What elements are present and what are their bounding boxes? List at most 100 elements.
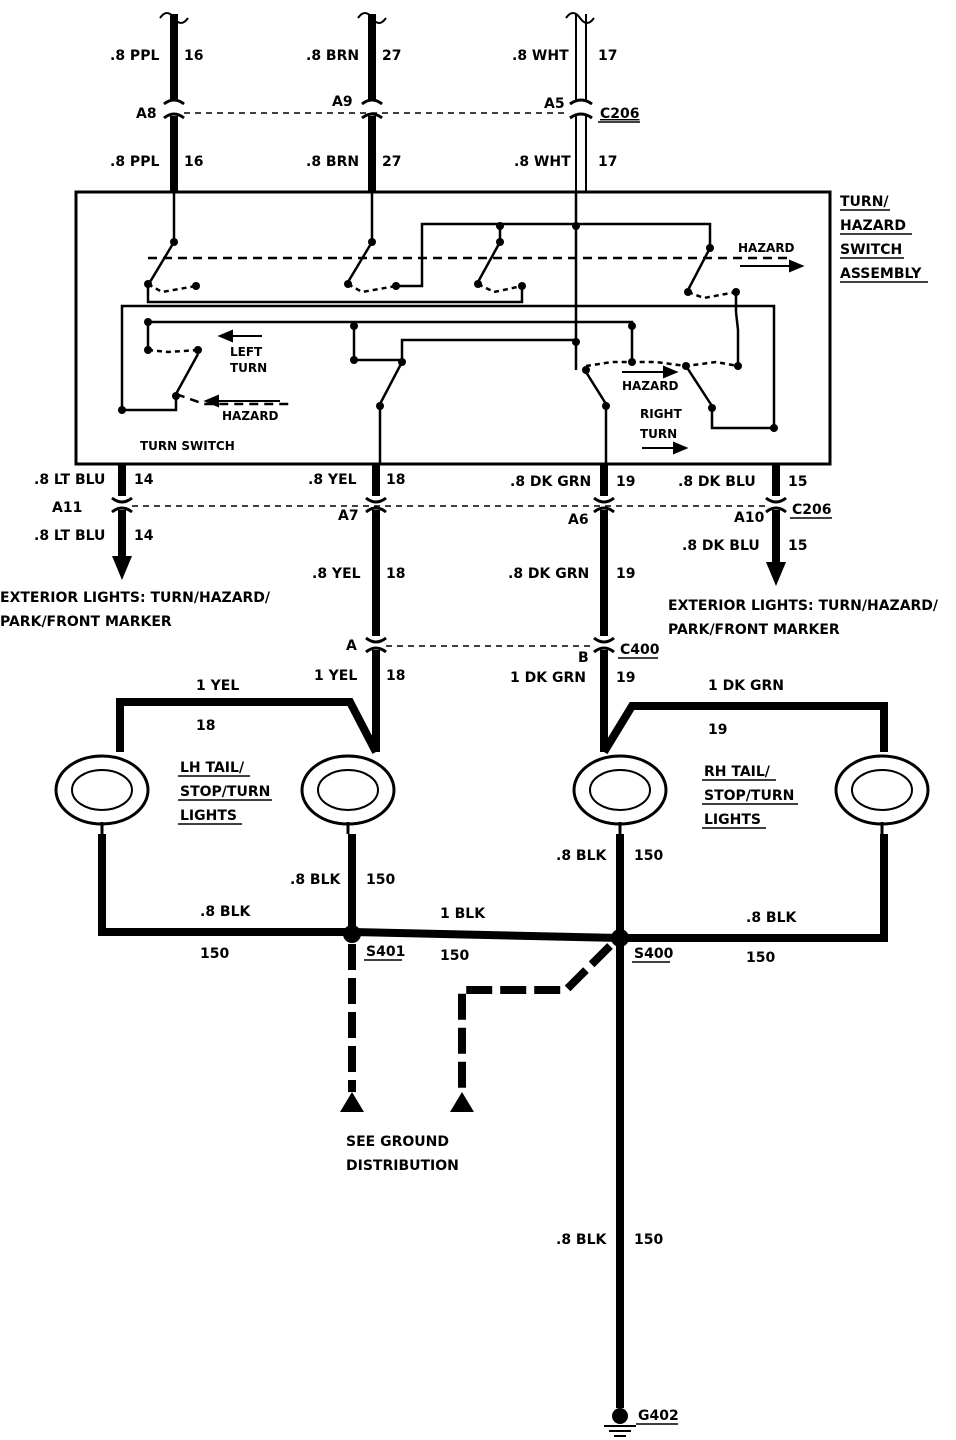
connector-terminal [593, 646, 615, 654]
label-right-turn-2: TURN [640, 427, 677, 441]
label-wht-top-circuit: 17 [598, 48, 617, 64]
switch-blade [174, 353, 200, 395]
label-hazard-right: HAZARD [622, 379, 679, 393]
label-dk-blu-b-gauge: .8 DK BLU [682, 538, 760, 554]
internal-wire [122, 396, 178, 412]
label-connector-a: A [346, 638, 357, 654]
label-connector-a7: A7 [338, 508, 359, 524]
junction-dot [172, 392, 180, 400]
label-turn-switch: TURN SWITCH [140, 439, 235, 453]
label-g402: G402 [638, 1408, 679, 1424]
wire-dkgrn-lamp-branch [600, 702, 888, 755]
label-blk-s401-circuit: 150 [366, 872, 395, 888]
junction-dot [144, 346, 152, 354]
ground-terminal-dot [612, 1408, 628, 1424]
junction-dot [496, 222, 504, 230]
hazard-top-arrow-icon [789, 259, 805, 273]
wire-s400-ground-dashed [458, 943, 613, 1092]
label-connector-a9: A9 [332, 94, 353, 110]
junction-dot [732, 288, 740, 296]
hazard-right-arrow-icon [663, 365, 679, 379]
splice-s401-dot [343, 925, 361, 943]
label-wht-bot-circuit: 17 [598, 154, 617, 170]
label-dk-blu-a-circuit: 15 [788, 474, 807, 490]
connector-terminal [111, 506, 133, 514]
switch-blade [686, 247, 712, 291]
junction-dot [684, 288, 692, 296]
label-connector-a8: A8 [136, 106, 157, 122]
bulb-icon [834, 754, 930, 826]
internal-wire [148, 320, 634, 362]
junction-dot [628, 358, 636, 366]
switch-assembly-box [74, 190, 832, 466]
connector-terminal [365, 636, 387, 644]
label-blk-lh-gauge: .8 BLK [200, 904, 252, 920]
switch-internal-wiring [120, 192, 790, 464]
junction-dot [582, 366, 590, 374]
label-ext-left-1: EXTERIOR LIGHTS: TURN/HAZARD/ [0, 590, 271, 606]
label-rh-line2: STOP/TURN [704, 788, 794, 804]
switch-blade [148, 241, 176, 283]
switch-blade [684, 365, 714, 407]
label-brn-top-gauge: .8 BRN [306, 48, 359, 64]
switch-blade [346, 241, 374, 283]
wire-blk-lh [98, 834, 352, 936]
junction-dot [734, 362, 742, 370]
junction-dot [708, 404, 716, 412]
label-lt-blu-a-circuit: 14 [134, 472, 154, 488]
label-connector-c400: C400 [620, 642, 660, 658]
label-hazard-top: HAZARD [738, 241, 795, 255]
label-yel-b-circuit: 18 [386, 566, 405, 582]
internal-wire [120, 304, 776, 430]
label-brn-bot-gauge: .8 BRN [306, 154, 359, 170]
label-rh-line3: LIGHTS [704, 812, 761, 828]
label-ppl-top-circuit: 16 [184, 48, 203, 64]
label-blk-s400-circuit: 150 [634, 848, 663, 864]
label-connector-c206-top: C206 [600, 106, 640, 122]
junction-dot [682, 362, 690, 370]
internal-wire [710, 410, 774, 430]
connector-terminal [593, 636, 615, 644]
label-dkgrn1-right-gauge: 1 DK GRN [708, 678, 784, 694]
label-connector-a6: A6 [568, 512, 589, 528]
junction-dot [572, 338, 580, 346]
label-connector-a10: A10 [734, 510, 765, 526]
label-blk-rh-circuit: 150 [746, 950, 775, 966]
switch-title-line4: ASSEMBLY [840, 266, 922, 282]
lamp-rh-inner [572, 754, 668, 834]
label-blk-mid-gauge: 1 BLK [440, 906, 486, 922]
bulb-filament-icon [589, 769, 651, 811]
junction-dot [144, 280, 152, 288]
label-yel1-right-gauge: 1 YEL [314, 668, 357, 684]
label-yel1-right-circuit: 18 [386, 668, 405, 684]
label-lt-blu-a-gauge: .8 LT BLU [34, 472, 105, 488]
switch-title-line2: HAZARD [840, 218, 906, 234]
label-brn-top-circuit: 27 [382, 48, 401, 64]
internal-wire [396, 222, 712, 288]
connector-terminal [593, 496, 615, 504]
label-wht-bot-gauge: .8 WHT [514, 154, 571, 170]
lamp-rh-outer [834, 754, 930, 834]
label-ground-line2: DISTRIBUTION [346, 1158, 459, 1174]
junction-dot [170, 238, 178, 246]
wire-yel-lamp-branch [116, 698, 380, 754]
label-connector-a5: A5 [544, 96, 565, 112]
label-dk-blu-a-gauge: .8 DK BLU [678, 474, 756, 490]
label-ext-right-1: EXTERIOR LIGHTS: TURN/HAZARD/ [668, 598, 939, 614]
junction-dot [518, 282, 526, 290]
ground-g402 [604, 1408, 636, 1437]
label-blk-s401-gauge: .8 BLK [290, 872, 342, 888]
junction-dot [192, 282, 200, 290]
label-dk-grn-a-gauge: .8 DK GRN [510, 474, 591, 490]
label-connector-a11: A11 [52, 500, 82, 516]
label-dk-grn-b-gauge: .8 DK GRN [508, 566, 589, 582]
connector-terminal [163, 98, 185, 106]
splice-s400-dot [611, 929, 629, 947]
bulb-filament-icon [851, 769, 913, 811]
label-dk-grn-a-circuit: 19 [616, 474, 635, 490]
left-turn-arrow-icon [217, 329, 233, 343]
switch-junction-dots [118, 222, 778, 432]
switch-contact [477, 282, 523, 294]
connector-terminal [593, 506, 615, 514]
